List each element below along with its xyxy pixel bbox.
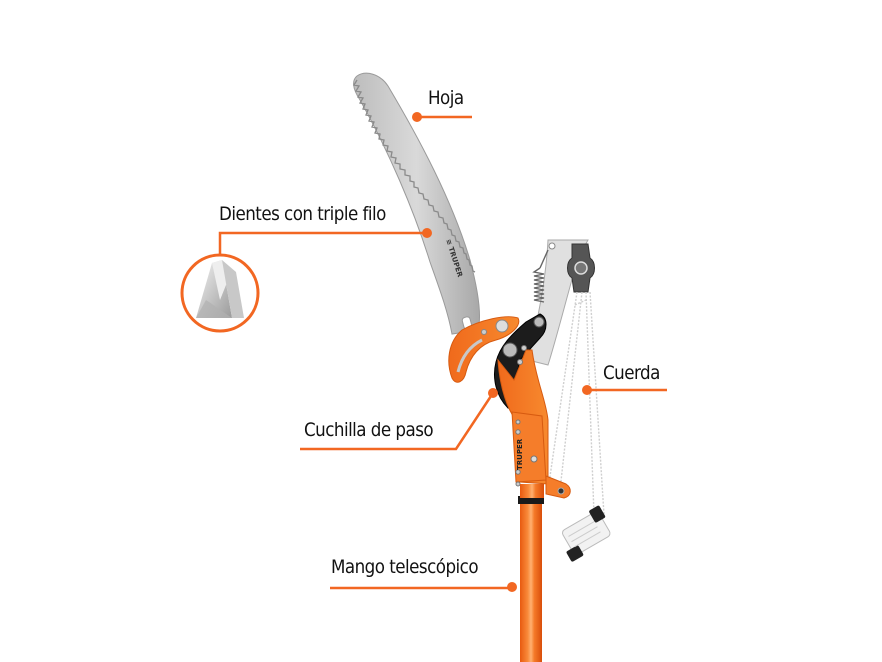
svg-text:TRUPER: TRUPER bbox=[516, 438, 524, 470]
tooth-detail-inset bbox=[180, 253, 260, 333]
pulley-frame bbox=[527, 239, 595, 366]
label-cuerda: Cuerda bbox=[603, 362, 660, 384]
spring bbox=[532, 249, 549, 303]
anvil-hook bbox=[448, 316, 520, 383]
label-mango-telescopico: Mango telescópico bbox=[331, 556, 479, 578]
label-dientes-con-triple-filo: Dientes con triple filo bbox=[219, 203, 386, 225]
cutting-head-body: TRUPER bbox=[497, 345, 571, 499]
callout-dots bbox=[412, 112, 592, 592]
telescopic-pole bbox=[520, 504, 542, 662]
pole-collar bbox=[518, 496, 544, 504]
callout-lines bbox=[218, 115, 667, 590]
saw-blade: ≡ TRUPER bbox=[352, 72, 481, 335]
rope-handle bbox=[562, 505, 611, 562]
rope bbox=[547, 291, 605, 516]
label-hoja: Hoja bbox=[428, 87, 464, 109]
label-cuchilla-de-paso: Cuchilla de paso bbox=[304, 419, 434, 441]
